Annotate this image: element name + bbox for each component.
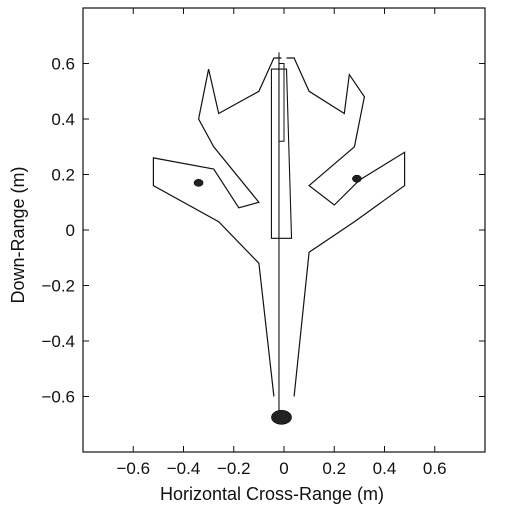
- y-axis-label: Down-Range (m): [8, 166, 28, 303]
- y-tick-label: 0.2: [51, 166, 75, 185]
- x-tick-label: −0.4: [167, 459, 201, 478]
- x-tick-label: 0.4: [373, 459, 397, 478]
- x-tick-label: 0.2: [322, 459, 346, 478]
- y-tick-label: −0.4: [41, 332, 75, 351]
- y-tick-label: 0: [66, 221, 75, 240]
- scatter-point-2: [352, 174, 362, 183]
- y-tick-label: 0.4: [51, 110, 75, 129]
- aircraft-outline: [152, 52, 406, 414]
- y-axis-ticks: −0.6 −0.4 −0.2 0 0.2 0.4 0.6: [41, 55, 485, 407]
- y-tick-label: 0.6: [51, 55, 75, 74]
- canopy: [278, 63, 285, 142]
- x-tick-label: −0.2: [217, 459, 251, 478]
- scatter-point-1: [193, 179, 204, 187]
- fuselage-body: [270, 68, 293, 239]
- x-axis-label: Horizontal Cross-Range (m): [160, 484, 384, 504]
- x-axis-ticks: −0.6 −0.4 −0.2 0 0.2 0.4 0.6: [116, 8, 447, 478]
- y-tick-label: −0.6: [41, 388, 75, 407]
- x-tick-label: 0: [279, 459, 288, 478]
- x-tick-label: 0.6: [423, 459, 447, 478]
- aircraft-right-half: [286, 57, 406, 397]
- scatter-point-large: [271, 410, 292, 425]
- x-tick-label: −0.6: [116, 459, 150, 478]
- aircraft-left-half: [152, 57, 282, 397]
- y-tick-label: −0.2: [41, 277, 75, 296]
- scatter-points: [193, 174, 362, 425]
